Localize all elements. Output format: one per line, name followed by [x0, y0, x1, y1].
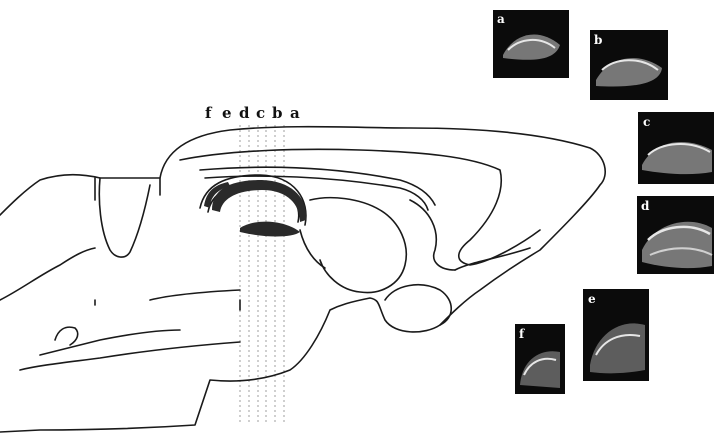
section-thumbnails: a b c d e — [493, 10, 714, 394]
thumbnail-b: b — [590, 30, 668, 100]
hippocampus-formation — [204, 180, 306, 237]
slice-label-b: b — [272, 104, 283, 122]
hypothalamus-region — [385, 285, 451, 325]
pons-contour — [20, 342, 240, 370]
septum-contour — [410, 200, 455, 270]
brainstem-fold — [40, 330, 180, 355]
brain-outline — [0, 127, 605, 432]
cortex-inner-boundary — [180, 149, 540, 265]
thumbnail-d: d — [637, 196, 714, 274]
thumbnail-b-label: b — [594, 33, 602, 47]
slice-label-d: d — [239, 104, 250, 122]
thumbnail-a: a — [493, 10, 569, 78]
slice-label-f: f — [205, 104, 213, 122]
brainstem-notch — [55, 327, 78, 345]
thumbnail-a-label: a — [497, 12, 505, 26]
thumbnail-e: e — [583, 289, 649, 381]
thumbnail-c: c — [638, 112, 714, 184]
thumbnail-e-label: e — [588, 292, 596, 306]
ventral-contour — [150, 290, 240, 300]
brainstem-upper — [0, 248, 95, 300]
thumbnail-f: f — [515, 324, 565, 394]
hindbrain-lobe — [99, 178, 150, 257]
brain-outer-contour — [0, 127, 605, 432]
hippocampus-dentate — [240, 222, 300, 237]
slice-label-a: a — [290, 104, 300, 122]
slice-label-c: c — [256, 104, 265, 122]
olfactory-contour — [455, 248, 530, 270]
thumbnail-c-label: c — [643, 115, 650, 129]
thumbnail-f-label: f — [519, 327, 525, 341]
slice-label-e: e — [222, 104, 232, 122]
thalamus-region — [310, 198, 406, 293]
thumbnail-d-label: d — [641, 199, 650, 213]
slice-labels: f e d c b a — [205, 104, 300, 122]
